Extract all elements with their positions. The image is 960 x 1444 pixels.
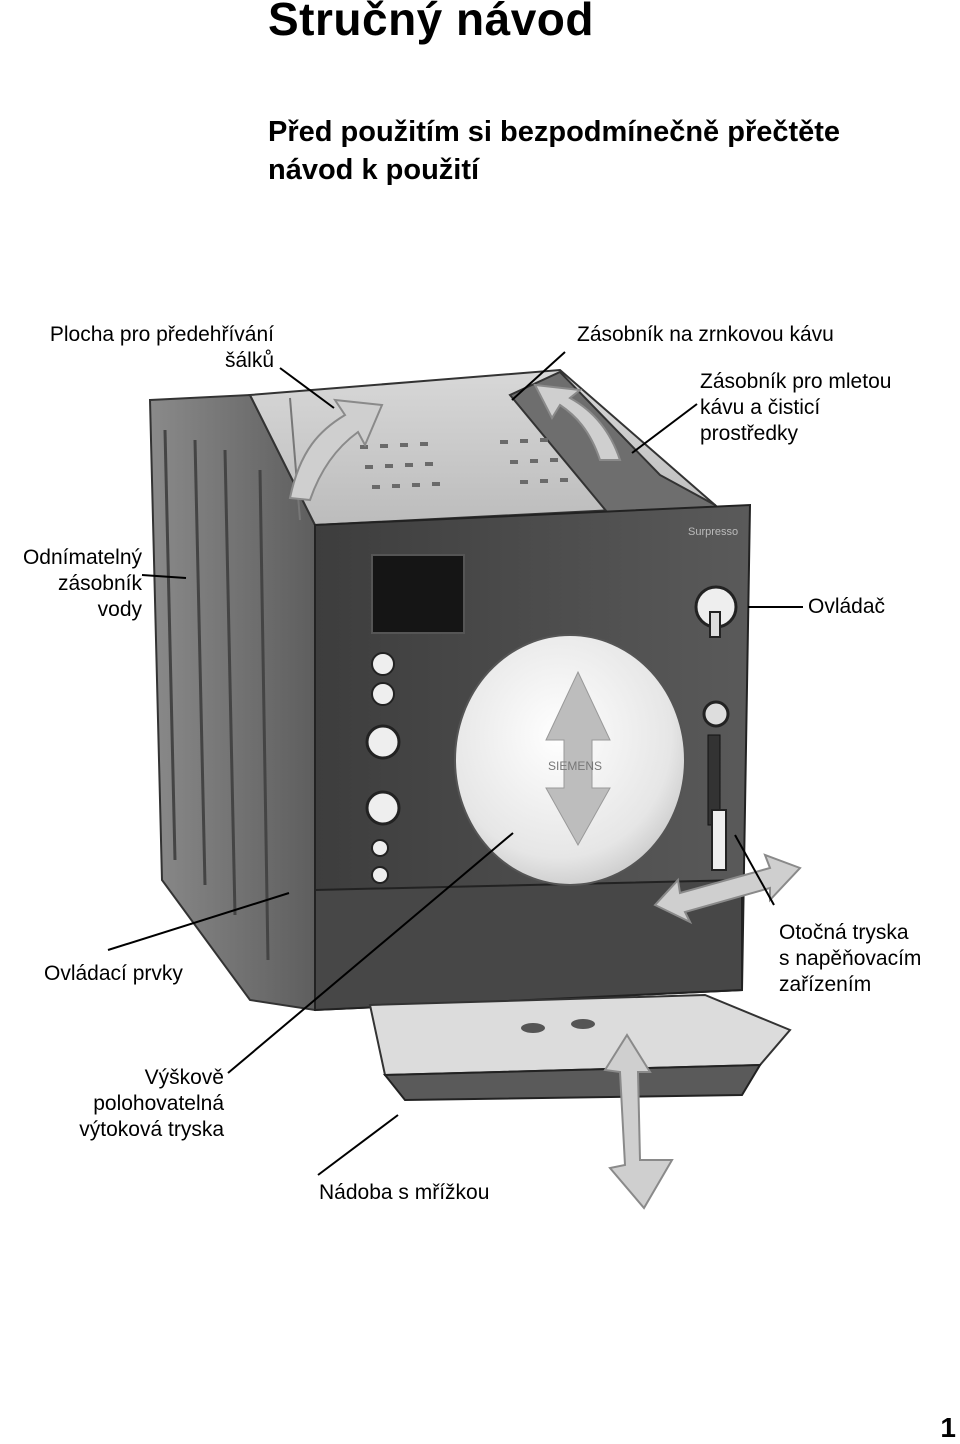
drip-tray: [368, 993, 792, 1102]
right-controls: [694, 585, 738, 871]
subtitle-line-2: návod k použití: [268, 154, 480, 186]
machine-side-panel: [148, 393, 316, 1012]
label-control-knob: Ovládač: [808, 595, 886, 618]
movement-arrows: [288, 383, 802, 1210]
outlet-dome: SIEMENS: [454, 634, 686, 886]
label-bean-container: Zásobník na zrnkovou kávu: [577, 323, 834, 346]
left-controls: [365, 652, 401, 884]
label-drip-tray: Nádoba s mřížkou: [319, 1181, 490, 1204]
subtitle-line-1: Před použitím si bezpodmínečně přečtěte: [268, 116, 841, 148]
label-adjustable-outlet: Výškově polohovatelná výtoková tryska: [79, 1066, 224, 1141]
leader-lines: [107, 351, 803, 1176]
label-water-tank: Odnímatelný zásobník vody: [22, 546, 142, 621]
svg-text:SIEMENS: SIEMENS: [548, 759, 602, 773]
label-ground-coffee-container: Zásobník pro mletou kávu a čisticí prost…: [700, 370, 892, 445]
page-title: Stručný návod: [268, 0, 595, 45]
label-steam-nozzle: Otočná tryska s napěňovacím zařízením: [779, 921, 922, 996]
page-subtitle: Před použitím si bezpodmínečně přečtěte …: [268, 113, 840, 189]
label-cup-warmer: Plocha pro předehřívání šálků: [49, 323, 274, 372]
label-controls: Ovládací prvky: [44, 962, 183, 985]
svg-text:Surpresso: Surpresso: [688, 526, 738, 538]
page-number: 1: [940, 1412, 956, 1443]
